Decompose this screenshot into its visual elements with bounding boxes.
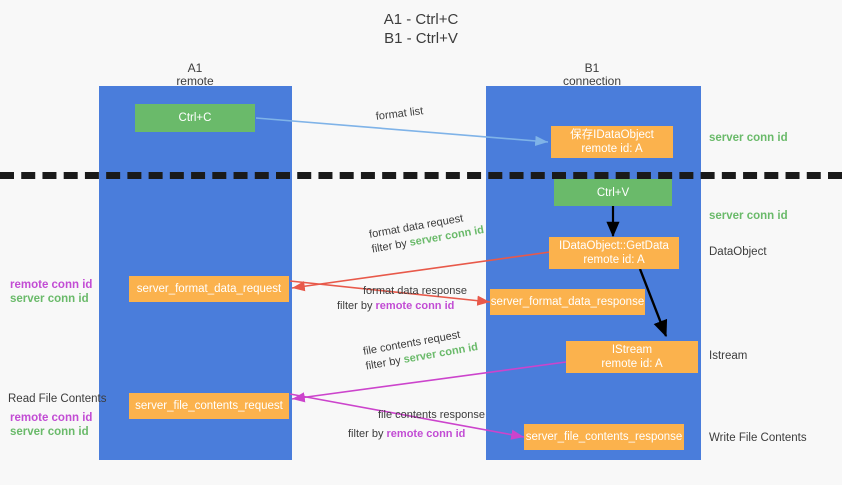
node-server-format-data-response[interactable]: server_format_data_response <box>490 289 645 315</box>
node-istream-line2: remote id: A <box>601 358 663 370</box>
node-save-idataobject[interactable]: 保存IDataObject remote id: A <box>551 126 673 158</box>
column-header-b1-sub: connection <box>562 74 622 88</box>
node-server-file-contents-response-label: server_file_contents_response <box>525 431 683 443</box>
edge-label-file-contents-response-text: file contents response <box>378 409 486 421</box>
left-label-remote-conn-id-2: remote conn id <box>10 412 93 424</box>
node-idataobject-getdata-line2: remote id: A <box>583 254 645 266</box>
right-label-server-conn-id-second: server conn id <box>709 210 788 222</box>
edge-label-file-contents-response-filter: filter by remote conn id <box>348 427 485 442</box>
node-ctrl-v[interactable]: Ctrl+V <box>554 179 672 206</box>
right-label-dataobject: DataObject <box>709 246 767 258</box>
node-server-file-contents-response[interactable]: server_file_contents_response <box>524 424 684 450</box>
page-title-line2: B1 - Ctrl+V <box>384 30 458 47</box>
edge-label-format-list: format list <box>375 104 424 125</box>
page-title-line1: A1 - Ctrl+C <box>383 11 459 28</box>
edge-label-file-contents-request: file contents request filter by server c… <box>362 325 479 374</box>
left-label-remote-conn-id-1: remote conn id <box>10 279 93 291</box>
node-save-idataobject-line1: 保存IDataObject <box>570 129 654 141</box>
right-label-istream: Istream <box>709 350 748 362</box>
filter-prefix: filter by <box>370 237 411 256</box>
node-server-format-data-request-label: server_format_data_request <box>136 283 282 295</box>
edge-label-file-contents-response: file contents response filter by remote … <box>348 408 486 442</box>
column-header-a1-name: A1 <box>187 61 203 75</box>
phase-divider <box>0 172 842 179</box>
filter-prefix: filter by <box>337 300 376 312</box>
node-server-file-contents-request[interactable]: server_file_contents_request <box>129 393 289 419</box>
right-label-write-file-contents: Write File Contents <box>709 432 807 444</box>
column-header-b1-name: B1 <box>584 61 600 75</box>
edge-label-format-data-response: format data response filter by remote co… <box>337 284 467 314</box>
column-header-a1-sub: remote <box>176 74 214 88</box>
node-server-format-data-request[interactable]: server_format_data_request <box>129 276 289 302</box>
filter-value-remote-conn-id: remote conn id <box>375 300 455 312</box>
node-save-idataobject-line2: remote id: A <box>581 143 643 155</box>
node-server-format-data-response-label: server_format_data_response <box>490 296 645 308</box>
node-ctrl-v-label: Ctrl+V <box>596 186 630 199</box>
node-istream-line1: IStream <box>611 344 653 356</box>
node-idataobject-getdata[interactable]: IDataObject::GetData remote id: A <box>549 237 679 269</box>
filter-value-remote-conn-id: remote conn id <box>386 428 466 440</box>
left-label-server-conn-id-2: server conn id <box>10 426 89 438</box>
edge-label-format-list-text: format list <box>375 105 424 123</box>
edge-label-format-data-response-text: format data response <box>363 285 467 297</box>
edge-label-format-data-response-filter: filter by remote conn id <box>337 299 467 314</box>
filter-prefix: filter by <box>348 428 387 440</box>
node-ctrl-c[interactable]: Ctrl+C <box>135 104 255 132</box>
right-label-server-conn-id-top: server conn id <box>709 132 788 144</box>
node-idataobject-getdata-line1: IDataObject::GetData <box>559 240 669 252</box>
node-ctrl-c-label: Ctrl+C <box>178 112 212 124</box>
edge-label-format-data-request: format data request filter by server con… <box>368 208 485 257</box>
left-label-server-conn-id-1: server conn id <box>10 293 89 305</box>
left-label-read-file-contents: Read File Contents <box>8 393 107 405</box>
node-server-file-contents-request-label: server_file_contents_request <box>135 400 283 412</box>
filter-prefix: filter by <box>364 354 405 373</box>
node-istream[interactable]: IStream remote id: A <box>566 341 698 373</box>
